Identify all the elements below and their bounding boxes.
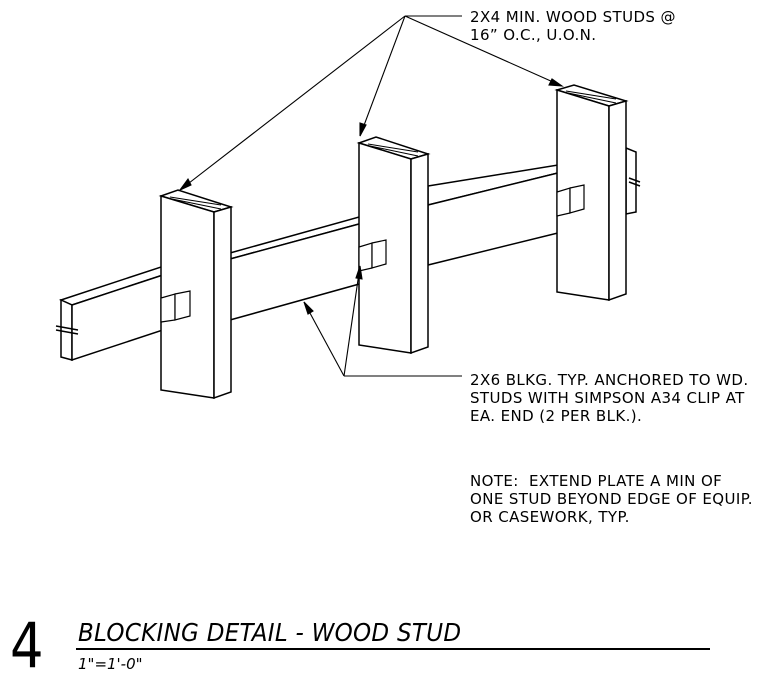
blocking-note: 2X6 BLKG. TYP. ANCHORED TO WD. STUDS WIT… bbox=[470, 371, 749, 425]
stud-right bbox=[554, 84, 629, 302]
detail-scale: 1"=1'-0" bbox=[78, 655, 143, 673]
a34-clip-middle-stud bbox=[358, 239, 387, 272]
plate-note: NOTE: EXTEND PLATE A MIN OF ONE STUD BEY… bbox=[470, 472, 753, 526]
leader-blocking bbox=[303, 265, 462, 377]
blocking-block-2 bbox=[229, 216, 373, 321]
studs-note: 2X4 MIN. WOOD STUDS @ 16” O.C., U.O.N. bbox=[470, 8, 676, 44]
detail-number: 4 bbox=[10, 609, 44, 682]
partial-stud-right bbox=[625, 146, 641, 215]
blocking-block-1 bbox=[55, 266, 175, 362]
a34-clip-left-stud bbox=[160, 290, 191, 323]
a34-clip-right-stud bbox=[556, 184, 585, 217]
leader-studs bbox=[178, 15, 564, 192]
detail-title: BLOCKING DETAIL - WOOD STUD bbox=[78, 618, 462, 647]
stud-left bbox=[158, 189, 234, 400]
blocking-block-3 bbox=[427, 164, 573, 266]
